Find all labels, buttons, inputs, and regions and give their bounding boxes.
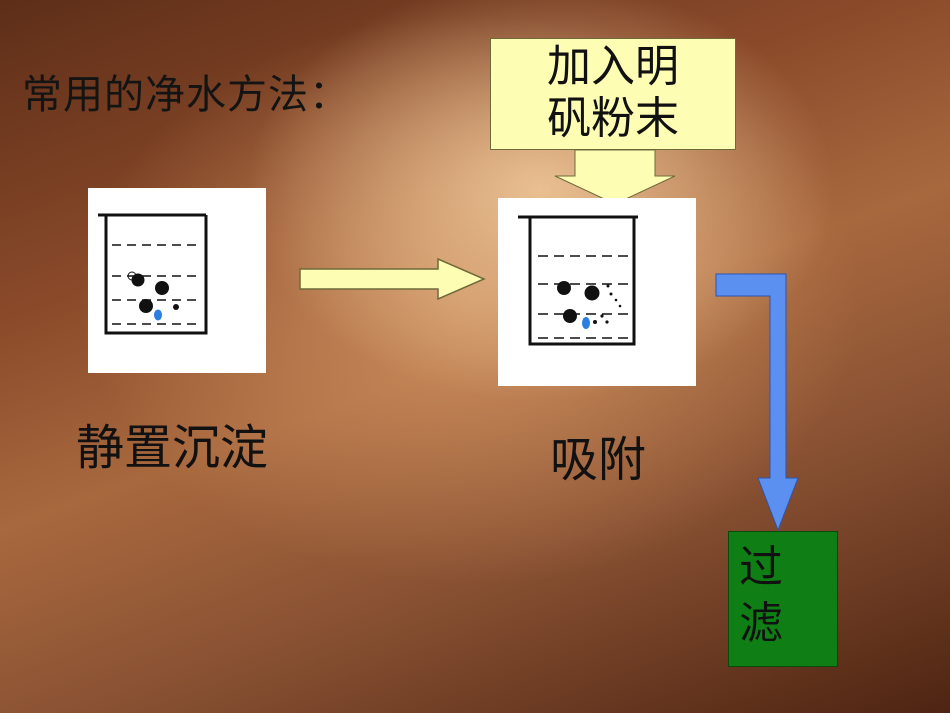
down-arrow-icon: [554, 150, 676, 205]
filter-line-1: 过: [739, 542, 783, 593]
callout-line-1: 加入明: [547, 41, 679, 92]
pipe-arrow-icon: [715, 273, 799, 532]
alum-callout-box: 加入明 矾粉末: [490, 38, 736, 150]
filter-box: 过 滤: [728, 531, 838, 667]
settling-label: 静置沉淀: [76, 420, 269, 476]
callout-line-2: 矾粉末: [547, 93, 679, 144]
page-title: 常用的净水方法：: [22, 72, 350, 118]
right-arrow-icon: [299, 257, 486, 301]
beaker-adsorption-panel: [498, 198, 696, 386]
filter-line-2: 滤: [739, 598, 783, 649]
adsorption-label: 吸附: [550, 432, 647, 488]
beaker-settling-icon: [98, 213, 208, 335]
beaker-adsorption-icon: [518, 215, 638, 346]
beaker-settling-panel: [88, 188, 266, 373]
